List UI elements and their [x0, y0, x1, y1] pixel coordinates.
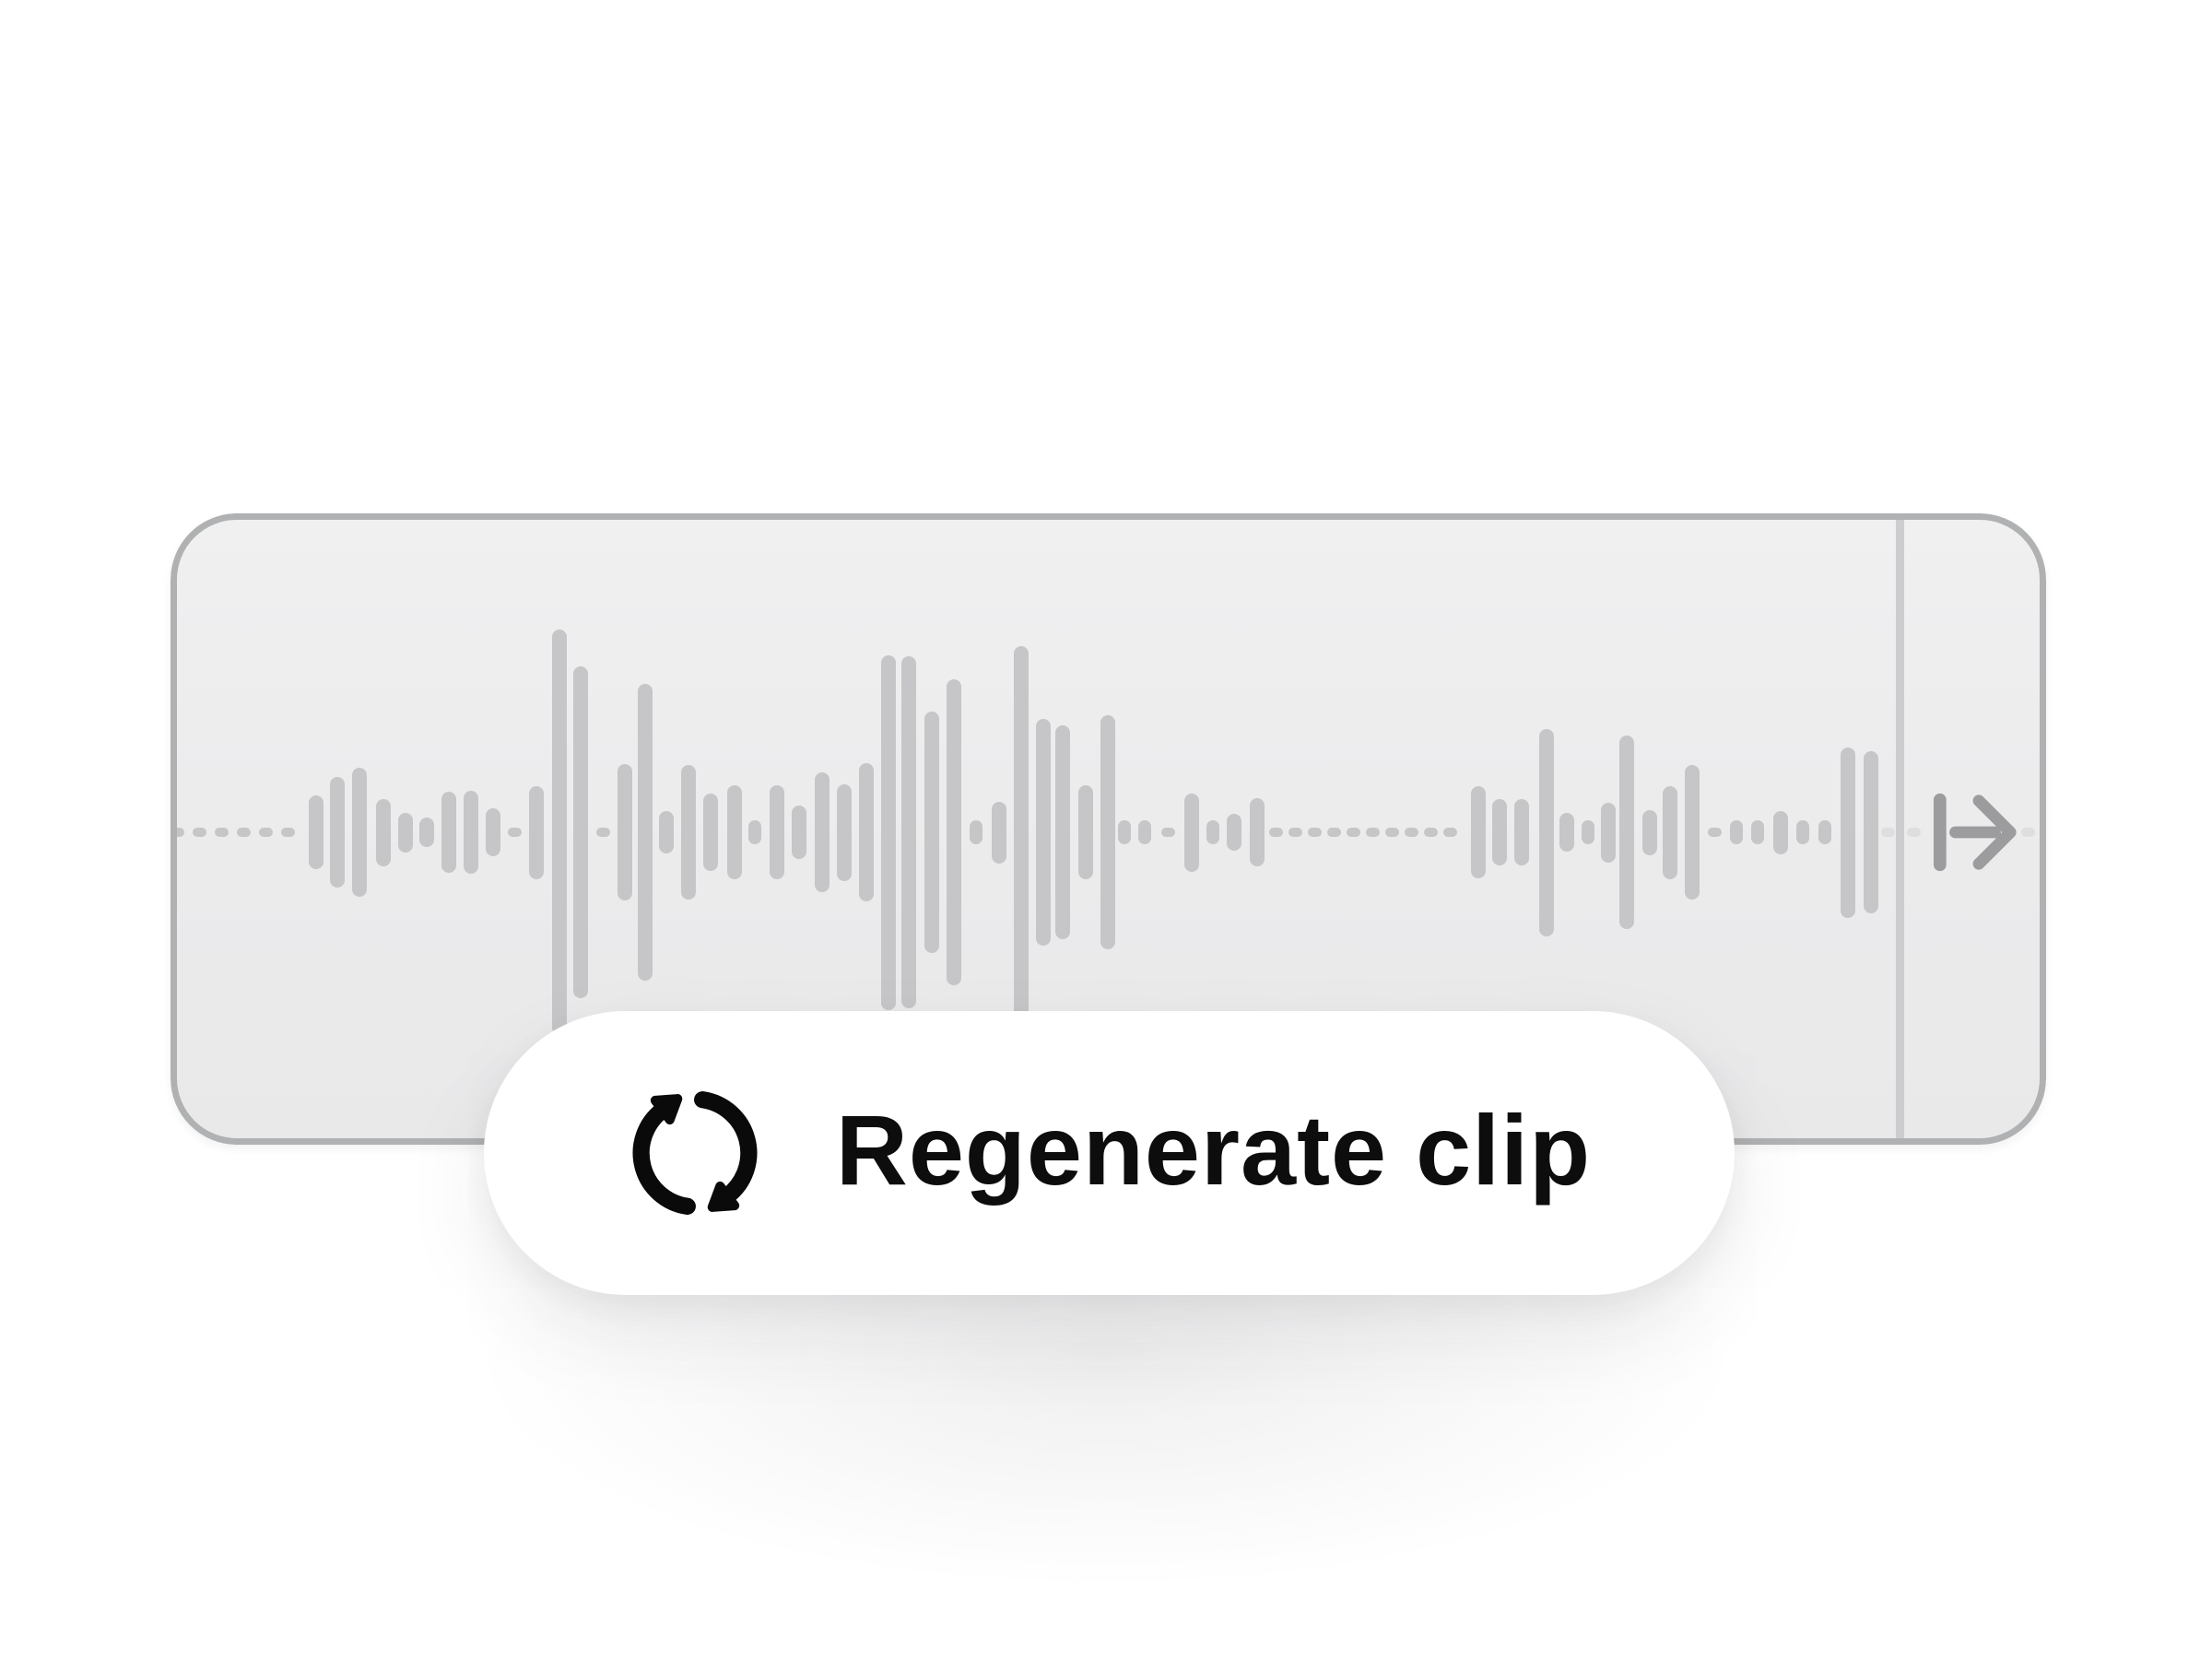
- waveform-bar: [441, 792, 456, 873]
- waveform-bar: [236, 828, 251, 837]
- waveform-bar: [748, 820, 761, 844]
- waveform-bar: [1730, 820, 1743, 844]
- waveform-bar: [280, 828, 295, 837]
- waveform-bar: [1184, 793, 1199, 872]
- waveform-bar: [1307, 828, 1322, 837]
- waveform-bar: [486, 808, 500, 856]
- waveform-bar: [1138, 820, 1151, 844]
- waveform-bar: [727, 785, 742, 879]
- waveform-bar: [770, 785, 784, 879]
- waveform-bar: [970, 820, 982, 844]
- waveform-bar: [638, 684, 653, 981]
- waveform-bar: [703, 794, 718, 871]
- waveform-bar: [2020, 828, 2035, 837]
- waveform-bar: [214, 828, 229, 837]
- waveform-bar: [1880, 828, 1895, 837]
- waveform-bar: [924, 712, 939, 953]
- waveform-bar: [595, 828, 610, 837]
- waveform-bar: [1906, 828, 1921, 837]
- waveform-bar: [859, 763, 874, 901]
- waveform-bar: [837, 783, 852, 881]
- waveform-bar: [330, 777, 345, 888]
- waveform-bar: [1055, 725, 1070, 939]
- waveform-bar: [1442, 828, 1457, 837]
- waveform-bar: [1707, 828, 1722, 837]
- clip-edge-divider[interactable]: [1896, 513, 1904, 1145]
- refresh-icon: [632, 1091, 758, 1215]
- waveform-bar: [901, 656, 916, 1008]
- waveform-bar: [1582, 820, 1594, 844]
- waveform-bar: [1796, 820, 1809, 844]
- waveform-bar: [1601, 802, 1616, 863]
- waveform-bar: [1227, 814, 1241, 851]
- waveform-bar: [659, 811, 674, 853]
- waveform-bar: [815, 772, 830, 892]
- waveform-bar: [171, 828, 184, 837]
- waveform-bar: [1326, 828, 1341, 837]
- waveform-bar: [881, 654, 896, 1010]
- waveform-bar: [1619, 735, 1634, 929]
- waveform-bar: [1404, 828, 1418, 837]
- waveform-bar: [507, 828, 522, 837]
- waveform-bar: [1118, 820, 1131, 844]
- waveform-bar: [464, 791, 478, 874]
- waveform-bar: [1384, 828, 1399, 837]
- waveform-bar: [1250, 798, 1265, 866]
- waveform-bar: [1078, 785, 1093, 879]
- waveform-bar: [1365, 828, 1380, 837]
- waveform-bar: [1268, 828, 1283, 837]
- waveform-bar: [618, 764, 632, 900]
- waveform-bar: [1423, 828, 1438, 837]
- waveform-bar: [573, 666, 588, 998]
- waveform-bar: [398, 812, 413, 853]
- waveform-bar: [947, 679, 961, 985]
- waveform-bar: [1841, 747, 1855, 918]
- waveform-bar: [419, 818, 434, 847]
- waveform-bar: [1100, 715, 1115, 949]
- regenerate-clip-label: Regenerate clip: [835, 1094, 1592, 1206]
- waveform-bar: [1206, 820, 1219, 844]
- waveform-bar: [192, 828, 206, 837]
- waveform-bar: [1818, 820, 1831, 844]
- waveform-bar: [1642, 809, 1657, 855]
- waveform-bar: [681, 765, 696, 900]
- waveform-bar: [1471, 786, 1486, 878]
- waveform-bar: [352, 768, 367, 897]
- waveform-bar: [376, 798, 391, 866]
- waveform-bar: [1685, 765, 1700, 900]
- waveform-bar: [1014, 646, 1029, 1018]
- waveform-bar: [552, 629, 567, 1035]
- waveform: [171, 513, 2046, 1145]
- waveform-bar: [1539, 728, 1554, 936]
- waveform-bar: [309, 795, 324, 869]
- waveform-bar: [1160, 828, 1175, 837]
- waveform-bar: [1346, 828, 1360, 837]
- waveform-bar: [1514, 799, 1529, 865]
- waveform-bar: [792, 806, 806, 859]
- waveform-bar: [1663, 785, 1677, 879]
- waveform-bar: [992, 801, 1006, 864]
- waveform-bar: [1036, 719, 1051, 946]
- waveform-bar: [1773, 810, 1788, 854]
- waveform-bar: [1751, 820, 1764, 844]
- waveform-bar: [1864, 751, 1878, 913]
- bar-arrow-right-icon[interactable]: [1932, 787, 2022, 877]
- waveform-bar: [258, 828, 273, 837]
- waveform-bar: [1559, 813, 1574, 852]
- regenerate-clip-button[interactable]: Regenerate clip: [484, 1011, 1735, 1295]
- waveform-bar: [1492, 799, 1507, 865]
- waveform-bar: [1288, 828, 1302, 837]
- waveform-bar: [529, 785, 544, 879]
